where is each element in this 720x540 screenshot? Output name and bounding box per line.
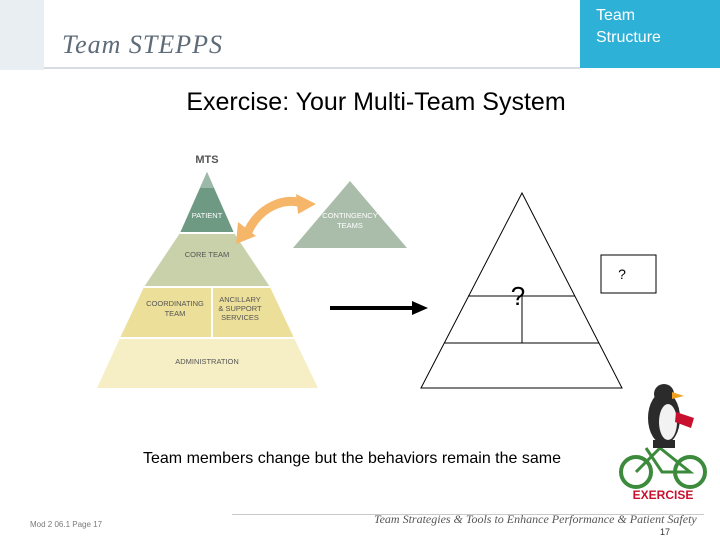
coordinating-layer: [120, 287, 294, 338]
slide-caption: Team members change but the behaviors re…: [143, 450, 561, 467]
contingency-triangle: [293, 181, 407, 248]
footer-tagline: Team Strategies & Tools to Enhance Perfo…: [374, 512, 697, 526]
patient-layer: [180, 172, 234, 233]
administration-label: ADMINISTRATION: [175, 357, 239, 366]
administration-layer: [97, 338, 318, 388]
contingency-label-1: CONTINGENCY: [322, 211, 377, 220]
ancillary-label-3: SERVICES: [221, 313, 259, 322]
contingency-label-2: TEAMS: [337, 221, 363, 230]
page-number: 17: [660, 527, 671, 537]
coordinating-label-1: COORDINATING: [146, 299, 204, 308]
exercise-penguin-bicycle-icon: [619, 384, 707, 489]
mts-title: MTS: [195, 154, 218, 166]
footer-rule: [232, 514, 704, 515]
contingency-placeholder-box: [600, 254, 657, 294]
ancillary-label-1: ANCILLARY: [219, 295, 261, 304]
blank-pyramid-question: ?: [511, 281, 525, 311]
contingency-teams: CONTINGENCY TEAMS: [293, 181, 407, 248]
patient-tip: [200, 172, 214, 188]
blank-pyramid-outline: [420, 191, 623, 389]
blank-pyramid: [420, 191, 623, 389]
section-tab: Team Structure: [580, 0, 720, 68]
mts-pyramid: MTS PATIENT CORE TEAM COORDINATING TEAM …: [97, 154, 318, 388]
core-team-label: CORE TEAM: [185, 250, 229, 259]
right-arrow-icon: [330, 301, 428, 315]
patient-label: PATIENT: [192, 211, 223, 220]
teamstepps-logo: Team STEPPS: [62, 30, 223, 59]
ancillary-label-2: & SUPPORT: [218, 304, 262, 313]
contingency-placeholder-question: ?: [618, 266, 626, 282]
slide-title: Exercise: Your Multi-Team System: [186, 88, 566, 116]
core-team-layer: [144, 233, 270, 287]
section-tab-line1: Team: [596, 7, 636, 24]
exercise-label: EXERCISE: [632, 488, 694, 502]
header-rule: [44, 67, 580, 69]
module-page-label: Mod 2 06.1 Page 17: [30, 520, 103, 529]
section-tab-line2: Structure: [596, 29, 661, 46]
curved-double-arrow-icon: [236, 194, 316, 244]
coordinating-label-2: TEAM: [165, 309, 186, 318]
logo-strip: [0, 0, 44, 70]
